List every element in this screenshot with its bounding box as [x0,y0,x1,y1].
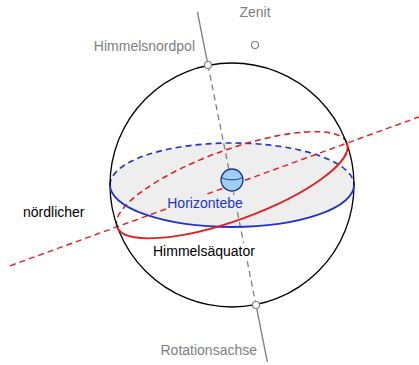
horizon-front-arc [110,185,354,227]
equator-back-arc [116,132,347,227]
zenith-label: Zenit [238,4,271,20]
equator-plane-line [10,117,419,266]
north-pole-marker [205,62,212,69]
earth [221,169,243,191]
equator-front-arc [117,143,348,238]
axis-label: Rotationsachse [159,342,258,358]
equator-label-line1: nördlicher [22,204,85,220]
zenith-marker [252,42,259,49]
horizon-plane [110,143,354,227]
rotation-axis-inner [208,65,256,305]
celestial-sphere [110,63,354,307]
earth-equator [222,177,243,180]
equator-label-line2: Himmelsäquator [152,243,256,259]
horizon-label: Horizontebe [166,195,244,211]
pole-label: Himmelsnordpol [93,38,196,54]
south-pole-marker [253,302,260,309]
rotation-axis-top [197,12,208,65]
